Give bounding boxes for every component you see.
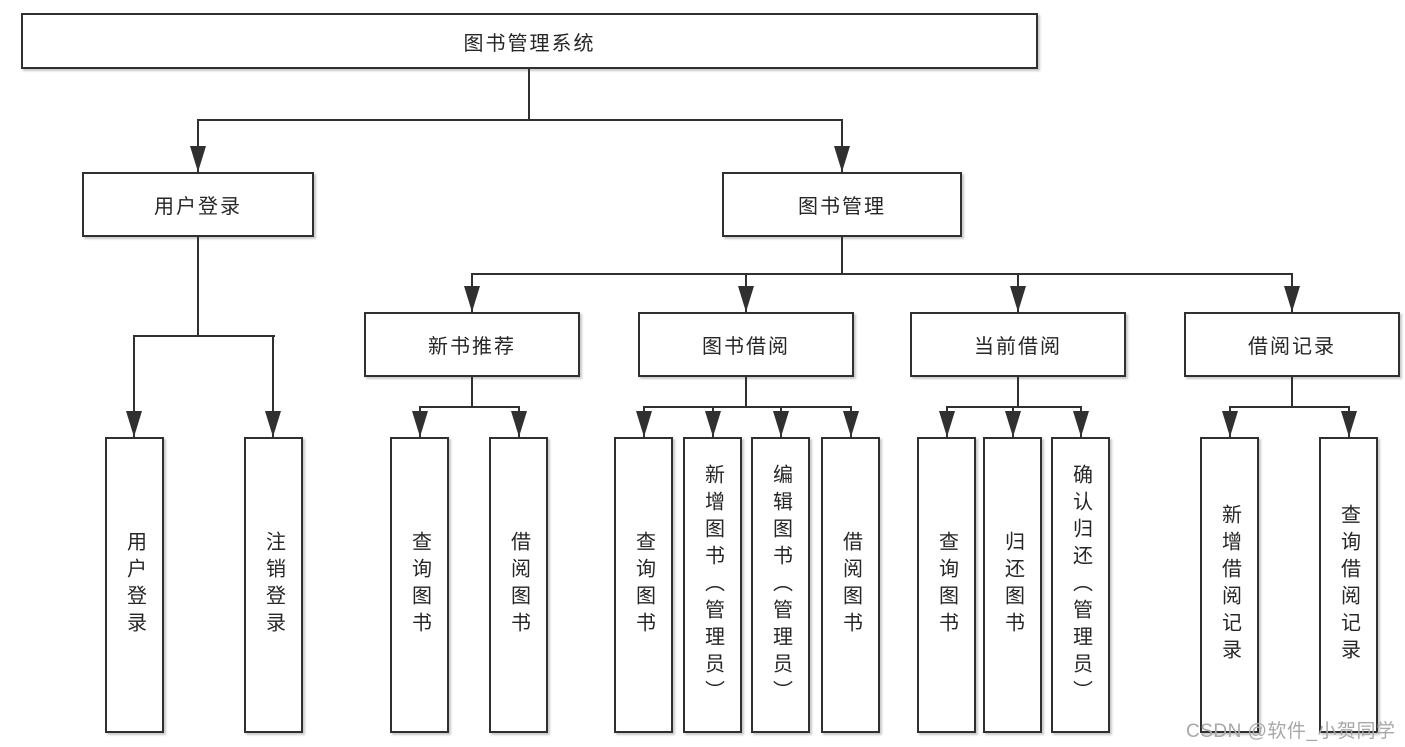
node-label: 注销登录 xyxy=(262,531,285,639)
arrow-down-icon xyxy=(1005,411,1021,437)
leaf-add-book-admin: 新增图书（管理员） xyxy=(683,437,742,733)
node-label: 编辑图书（管理员） xyxy=(769,463,792,707)
connector-line xyxy=(946,406,1082,408)
arrow-down-icon xyxy=(1341,411,1357,437)
leaf-query-borrow-record: 查询借阅记录 xyxy=(1319,437,1378,733)
leaf-return-book: 归还图书 xyxy=(983,437,1042,733)
node-label: 查询图书 xyxy=(632,531,655,639)
connector-line xyxy=(197,119,843,121)
node-root-library-system: 图书管理系统 xyxy=(21,13,1038,69)
arrow-down-icon xyxy=(412,411,428,437)
node-book-management: 图书管理 xyxy=(722,172,962,237)
node-borrow-record: 借阅记录 xyxy=(1184,312,1400,377)
arrow-down-icon xyxy=(126,411,142,437)
arrow-down-icon xyxy=(1073,411,1089,437)
leaf-edit-book-admin: 编辑图书（管理员） xyxy=(751,437,810,733)
leaf-borrow-book-1: 借阅图书 xyxy=(489,437,548,733)
arrow-down-icon xyxy=(843,411,859,437)
arrow-down-icon xyxy=(705,411,721,437)
node-new-book-recommend: 新书推荐 xyxy=(364,312,580,377)
node-label: 当前借阅 xyxy=(974,336,1062,358)
node-current-borrow: 当前借阅 xyxy=(910,312,1126,377)
node-label: 查询图书 xyxy=(935,531,958,639)
leaf-confirm-return-admin: 确认归还（管理员） xyxy=(1051,437,1110,733)
node-label: 新增借阅记录 xyxy=(1218,504,1241,666)
connector-line xyxy=(197,237,199,337)
connector-line xyxy=(133,335,135,437)
leaf-borrow-book-2: 借阅图书 xyxy=(821,437,880,733)
leaf-query-book-2: 查询图书 xyxy=(614,437,673,733)
node-label: 查询借阅记录 xyxy=(1337,504,1360,666)
arrow-down-icon xyxy=(190,146,206,172)
connector-line xyxy=(471,273,1293,275)
arrow-down-icon xyxy=(1010,286,1026,312)
connector-line xyxy=(643,406,852,408)
arrow-down-icon xyxy=(834,146,850,172)
arrow-down-icon xyxy=(636,411,652,437)
node-label: 用户登录 xyxy=(123,531,146,639)
node-label: 查询图书 xyxy=(408,531,431,639)
connector-line xyxy=(528,69,530,120)
node-label: 图书借阅 xyxy=(702,336,790,358)
arrow-down-icon xyxy=(464,286,480,312)
connector-line xyxy=(841,119,843,172)
node-label: 归还图书 xyxy=(1001,531,1024,639)
arrow-down-icon xyxy=(511,411,527,437)
arrow-down-icon xyxy=(773,411,789,437)
node-user-login: 用户登录 xyxy=(82,172,314,237)
connector-line xyxy=(841,237,843,275)
node-label: 确认归还（管理员） xyxy=(1069,463,1092,707)
arrow-down-icon xyxy=(265,411,281,437)
connector-line xyxy=(419,406,520,408)
arrow-down-icon xyxy=(1222,411,1238,437)
leaf-logout: 注销登录 xyxy=(244,437,303,733)
node-label: 用户登录 xyxy=(154,196,242,218)
node-label: 新书推荐 xyxy=(428,336,516,358)
csdn-watermark: CSDN @软件_小贺同学 xyxy=(1186,721,1396,742)
node-label: 图书管理系统 xyxy=(463,32,596,55)
node-label: 借阅记录 xyxy=(1248,336,1336,358)
leaf-query-book-1: 查询图书 xyxy=(390,437,449,733)
connector-line xyxy=(1017,377,1019,408)
node-label: 图书管理 xyxy=(798,196,886,218)
node-book-borrow: 图书借阅 xyxy=(638,312,854,377)
leaf-user-login: 用户登录 xyxy=(105,437,164,733)
node-label: 新增图书（管理员） xyxy=(701,463,724,707)
connector-line xyxy=(197,119,199,172)
leaf-add-borrow-record: 新增借阅记录 xyxy=(1200,437,1259,733)
node-label: 借阅图书 xyxy=(507,531,530,639)
connector-line xyxy=(745,377,747,408)
node-label: 借阅图书 xyxy=(839,531,862,639)
connector-line xyxy=(1229,406,1350,408)
arrow-down-icon xyxy=(738,286,754,312)
arrow-down-icon xyxy=(1284,286,1300,312)
connector-line xyxy=(1291,377,1293,408)
connector-line xyxy=(133,335,275,337)
leaf-query-book-3: 查询图书 xyxy=(917,437,976,733)
connector-line xyxy=(471,377,473,408)
arrow-down-icon xyxy=(939,411,955,437)
connector-line xyxy=(272,335,274,437)
